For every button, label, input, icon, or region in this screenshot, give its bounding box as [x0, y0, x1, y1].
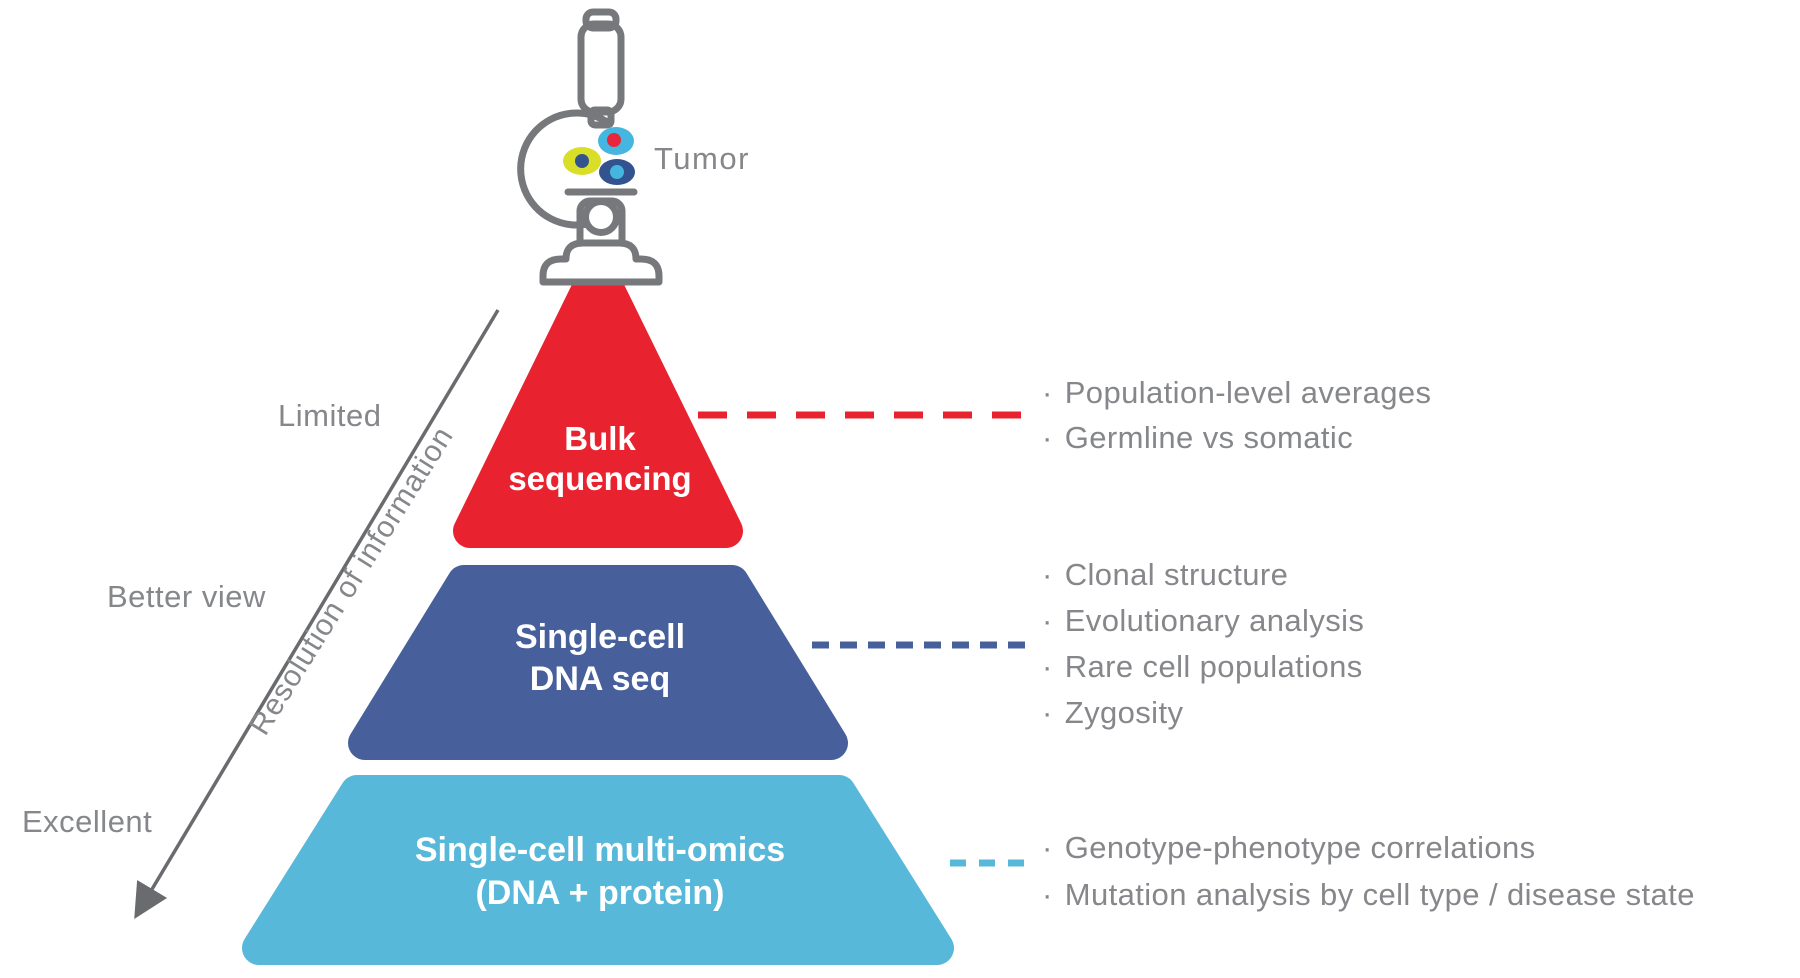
bullet-dot: · [1042, 877, 1053, 912]
bullet-dot: · [1042, 649, 1053, 684]
level-title-line: Bulk [564, 420, 636, 457]
bullet-item: · Population-level averages [1042, 370, 1431, 415]
bullet-dot: · [1042, 830, 1053, 865]
tumor-label: Tumor [654, 141, 750, 176]
level-title-line: Single-cell multi-omics [414, 831, 786, 869]
resolution-axis-arrow [134, 309, 500, 920]
cell-cyan-nucleus [607, 133, 621, 147]
bullet-group-bulk: · Population-level averages · Germline vs … [1042, 370, 1431, 460]
cell-navy-nucleus [610, 165, 624, 179]
axis-level-better-view: Better view [107, 579, 266, 614]
level-title-scdna: Single-cell DNA seq [300, 616, 900, 700]
pyramid-level-multiomics [242, 775, 954, 965]
microscope-base [539, 239, 663, 286]
cell-yellow-nucleus [575, 154, 589, 168]
bullet-text: Mutation analysis by cell type / disease… [1064, 877, 1695, 912]
microscope-barrel [577, 20, 625, 116]
axis-level-excellent: Excellent [22, 804, 153, 839]
bullet-item: · Rare cell populations [1042, 644, 1364, 690]
level-title-bulk: Bulk sequencing [300, 419, 900, 499]
bullet-item: · Mutation analysis by cell type / diseas… [1042, 871, 1695, 918]
bullet-dot: · [1042, 375, 1053, 410]
bullet-item: · Genotype-phenotype correlations [1042, 824, 1695, 871]
microscope-eyepiece-cap [582, 8, 620, 32]
microscope-icon [517, 8, 663, 286]
axis-level-limited: Limited [278, 398, 382, 433]
bullet-dot: · [1042, 695, 1053, 730]
level-title-line: sequencing [508, 460, 692, 497]
bullet-item: · Germline vs somatic [1042, 415, 1431, 460]
bullet-dot: · [1042, 420, 1053, 455]
bullet-dot: · [1042, 603, 1053, 638]
bullet-text: Genotype-phenotype correlations [1064, 830, 1536, 865]
level-title-line: (DNA + protein) [475, 874, 725, 912]
tumor-cells-icon [563, 127, 635, 185]
bullet-text: Rare cell populations [1064, 649, 1363, 684]
microscope-arm [517, 109, 614, 229]
bullet-text: Zygosity [1064, 695, 1184, 730]
bullet-item: · Clonal structure [1042, 552, 1364, 598]
bullet-group-multiomics: · Genotype-phenotype correlations · Mutati… [1042, 824, 1695, 918]
bullet-group-scdna: · Clonal structure · Evolutionary analysis… [1042, 552, 1364, 736]
bullet-text: Clonal structure [1064, 557, 1289, 592]
pyramid-level-bulk [453, 253, 743, 548]
level-title-line: Single-cell [514, 618, 686, 656]
bullet-dot: · [1042, 557, 1053, 592]
bullet-item: · Evolutionary analysis [1042, 598, 1364, 644]
microscope-knob [582, 198, 620, 236]
bullet-text: Germline vs somatic [1064, 420, 1354, 455]
bullet-item: · Zygosity [1042, 690, 1364, 736]
bullet-text: Population-level averages [1064, 375, 1432, 410]
level-title-line: DNA seq [529, 660, 671, 698]
level-title-multiomics: Single-cell multi-omics (DNA + protein) [300, 829, 900, 915]
pyramid-level-scdna [348, 565, 848, 760]
bullet-text: Evolutionary analysis [1064, 603, 1365, 638]
